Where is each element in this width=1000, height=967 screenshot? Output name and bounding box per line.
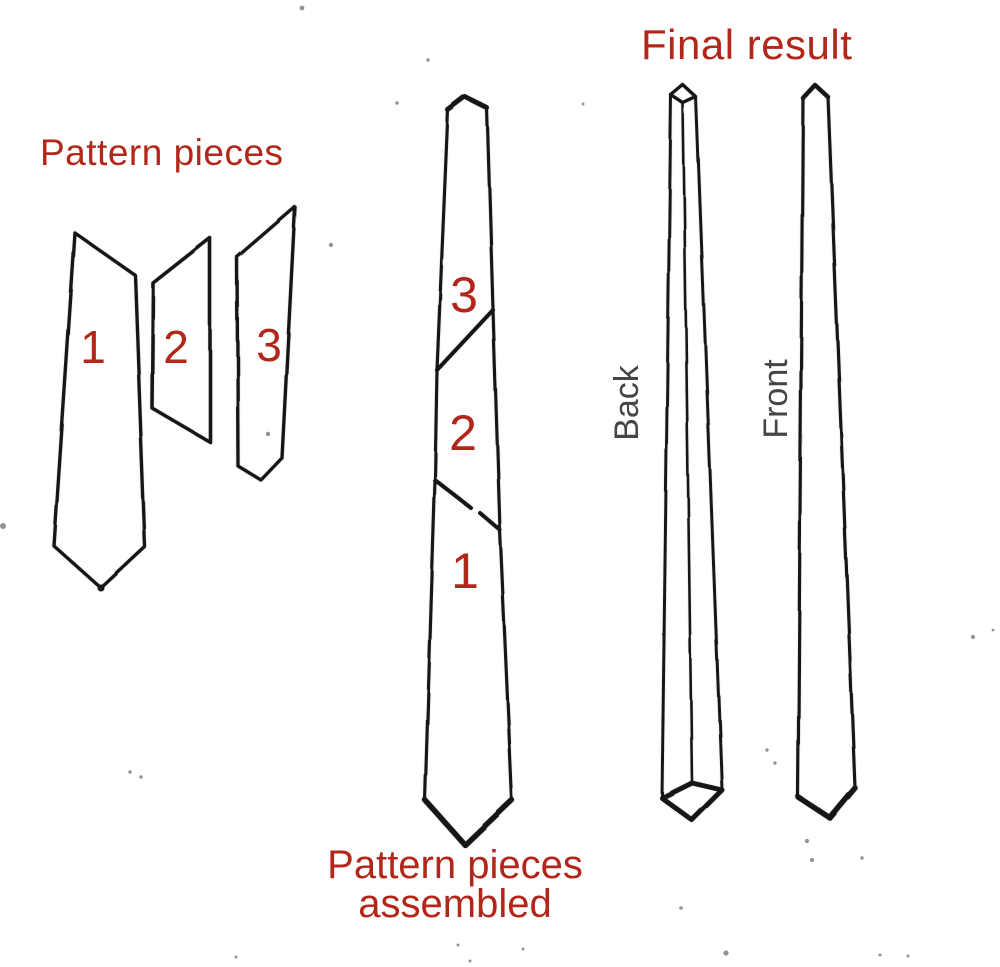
back-tie-left-edge xyxy=(660,93,673,800)
front-tie-bottom-bold xyxy=(795,785,858,821)
assembled-tie-top-bold xyxy=(445,94,490,113)
piece-3-shape xyxy=(235,205,297,482)
piece-1-tip-dot xyxy=(97,584,105,592)
scan-noise xyxy=(0,5,995,963)
assembled-segment-1-label: 1 xyxy=(451,543,479,599)
seam-3-2 xyxy=(435,308,495,372)
back-tie-label: Back xyxy=(608,365,646,441)
back-tie-bottom-flap xyxy=(659,780,725,823)
front-tie-label: Front xyxy=(757,359,795,439)
seam-2-1-segment-b xyxy=(478,511,502,532)
piece-1-shape xyxy=(52,231,147,590)
assembled-segment-2-label: 2 xyxy=(449,405,477,461)
assembled-caption: Pattern pieces assembled xyxy=(327,843,583,926)
assembled-caption-line2: assembled xyxy=(358,882,552,926)
seam-2-1-segment-a xyxy=(433,478,473,510)
final-result-heading: Final result xyxy=(641,21,853,68)
piece-2-label: 2 xyxy=(163,321,189,373)
back-tie-center-seam xyxy=(681,101,694,785)
piece-2-shape xyxy=(150,236,212,444)
piece-1-label: 1 xyxy=(80,321,106,373)
assembled-tie-outline xyxy=(423,95,514,847)
assembled-tie-bottom-bold xyxy=(422,797,515,848)
pattern-pieces-heading: Pattern pieces xyxy=(40,132,284,173)
assembled-segment-3-label: 3 xyxy=(450,267,478,323)
front-tie-outline xyxy=(796,83,857,820)
assembled-caption-line1: Pattern pieces xyxy=(327,843,583,887)
piece-3-label: 3 xyxy=(256,319,282,371)
front-tie-top-bold xyxy=(800,82,831,101)
back-tie-right-edge xyxy=(694,95,724,792)
back-tie-top-diamond xyxy=(669,83,698,105)
